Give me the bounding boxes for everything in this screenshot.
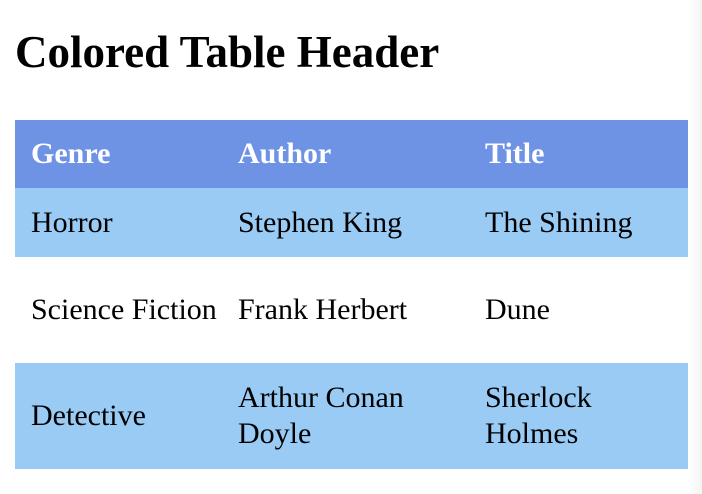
- cell-genre: Science Fiction: [15, 257, 222, 363]
- table-body: Horror Stephen King The Shining Science …: [15, 188, 689, 469]
- table-row: Science Fiction Frank Herbert Dune: [15, 257, 689, 363]
- header-row: Genre Author Title: [15, 120, 689, 188]
- cell-author: Arthur Conan Doyle: [222, 363, 469, 469]
- books-table: Genre Author Title Horror Stephen King T…: [15, 120, 689, 469]
- cell-genre: Detective: [15, 363, 222, 469]
- cell-genre: Horror: [15, 188, 222, 257]
- table-row: Horror Stephen King The Shining: [15, 188, 689, 257]
- cell-title: Sherlock Holmes: [469, 363, 689, 469]
- table-header: Genre Author Title: [15, 120, 689, 188]
- page-title: Colored Table Header: [15, 27, 440, 77]
- cell-title: The Shining: [469, 188, 689, 257]
- table-row: Detective Arthur Conan Doyle Sherlock Ho…: [15, 363, 689, 469]
- window-edge-shadow: [688, 0, 702, 494]
- cell-author: Frank Herbert: [222, 257, 469, 363]
- cell-author: Stephen King: [222, 188, 469, 257]
- cell-title: Dune: [469, 257, 689, 363]
- column-header-genre: Genre: [15, 120, 222, 188]
- column-header-title: Title: [469, 120, 689, 188]
- column-header-author: Author: [222, 120, 469, 188]
